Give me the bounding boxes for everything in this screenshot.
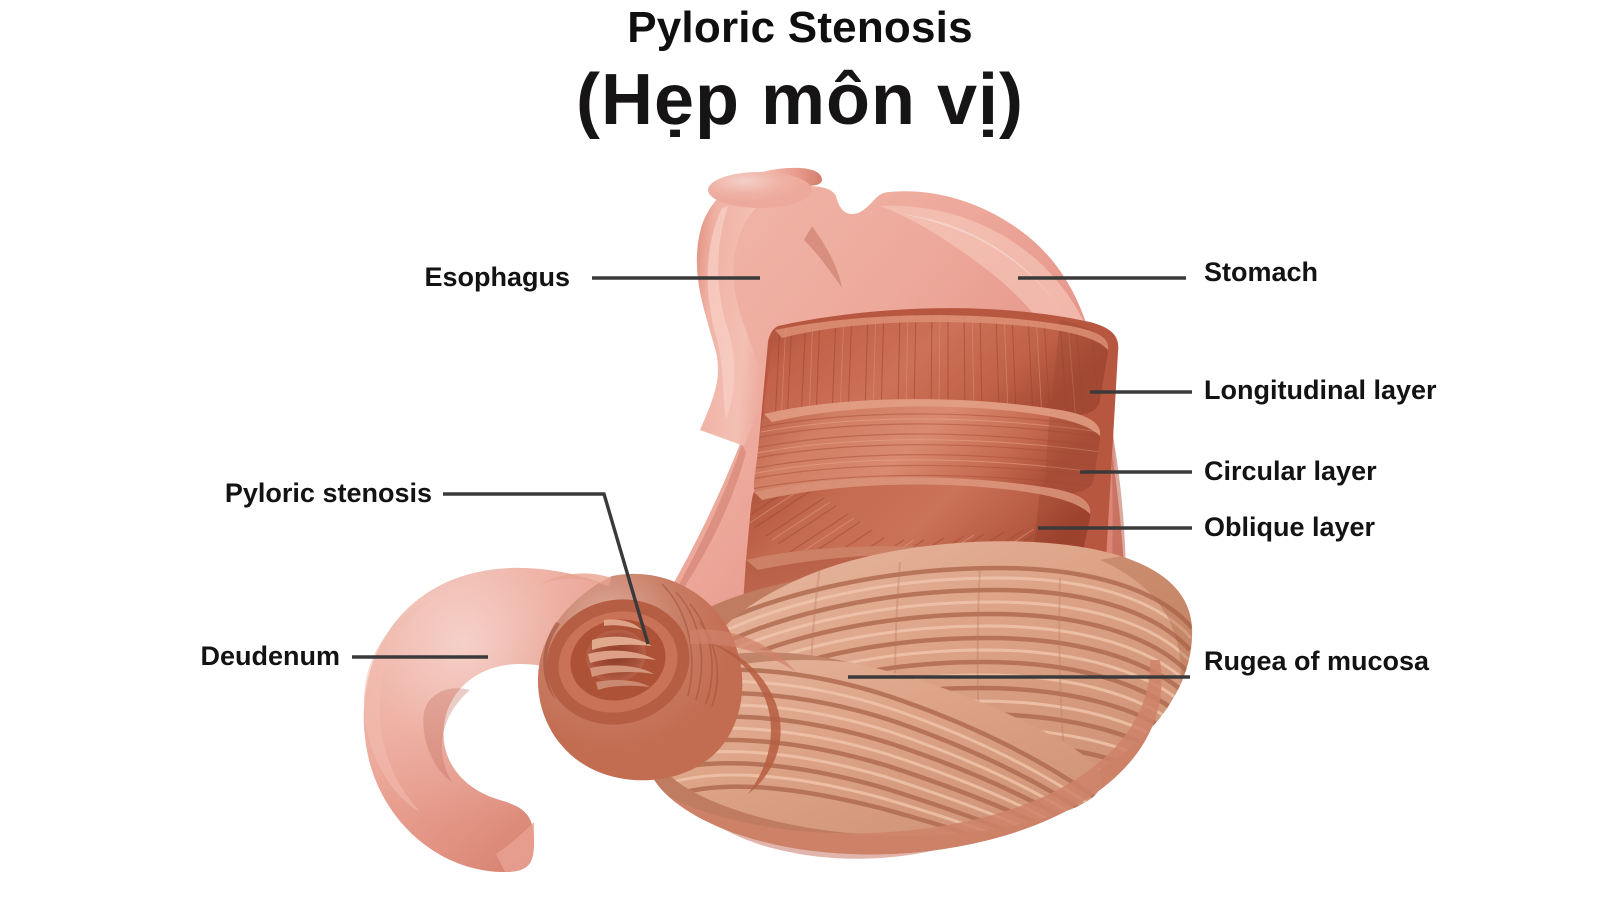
page-title: Pyloric Stenosis — [627, 3, 973, 52]
mucosa-rim — [668, 660, 1162, 855]
label-longitudinal-layer: Longitudinal layer — [1204, 375, 1437, 405]
longitudinal-top-lip — [775, 315, 1109, 350]
pyloric-wedge-highlight — [690, 629, 796, 672]
cardiac-notch-shadow — [804, 226, 842, 288]
title-block: Pyloric Stenosis (Hẹp môn vị) — [0, 0, 1600, 140]
oblique-top-lip — [754, 477, 1091, 514]
duodenum-cut-rim — [496, 822, 534, 872]
label-circular-layer: Circular layer — [1204, 456, 1377, 486]
label-pyloric-stenosis: Pyloric stenosis — [224, 478, 432, 508]
esophagus-part — [696, 167, 842, 446]
label-oblique-layer: Oblique layer — [1204, 512, 1376, 542]
circular-muscle-layer — [753, 399, 1101, 500]
label-rugea-of-mucosa: Rugea of mucosa — [1204, 646, 1430, 676]
esophagus-specular — [707, 206, 735, 420]
lesser-curvature-shadow — [637, 444, 746, 706]
label-esophagus: Esophagus — [424, 262, 570, 292]
label-stomach: Stomach — [1204, 257, 1319, 287]
label-deudenum: Deudenum — [200, 641, 340, 671]
esophagus-rim-gloss — [708, 172, 812, 208]
pyloric-antral-wedge — [700, 640, 781, 794]
circular-top-lip — [764, 399, 1101, 436]
duodenum-specular — [363, 600, 430, 812]
page-subtitle: (Hẹp môn vị) — [575, 60, 1024, 140]
duodenum-inner-shadow — [423, 688, 470, 782]
